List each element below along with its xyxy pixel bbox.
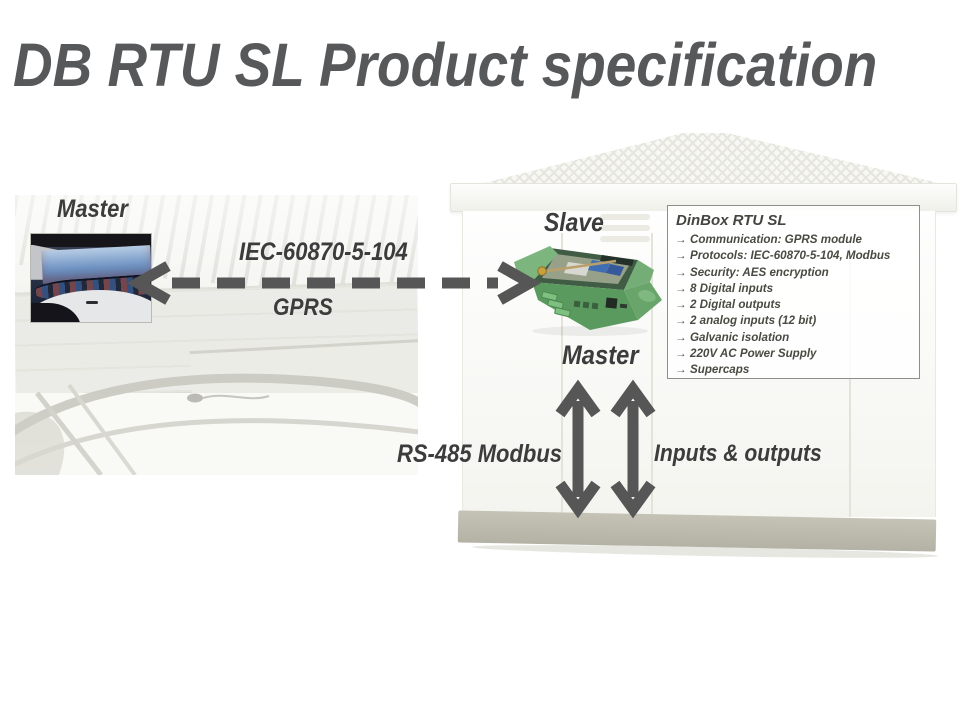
spec-item-text: Communication: GPRS module	[690, 233, 862, 246]
label-bearer: GPRS	[273, 294, 333, 321]
spec-item-text: Galvanic isolation	[690, 330, 790, 344]
spec-item-text: 2 Digital outputs	[690, 298, 781, 312]
arrow-bullet-icon: →	[675, 330, 687, 344]
master-control-room-photo	[31, 234, 151, 322]
arrow-bullet-icon: →	[675, 265, 687, 279]
spec-item-text: Security: AES encryption	[690, 265, 829, 279]
label-protocol: IEC-60870-5-104	[239, 238, 408, 266]
label-master-top: Master	[57, 195, 128, 223]
arrow-bullet-icon: →	[675, 233, 687, 246]
spec-item-text: 2 analog inputs (12 bit)	[690, 314, 817, 328]
spec-item: → 220V AC Power Supply	[675, 346, 912, 362]
spec-box: DinBox RTU SL → Communication: GPRS modu…	[667, 205, 920, 379]
spec-item: → Protocols: IEC-60870-5-104, Modbus	[675, 248, 912, 264]
label-slave: Slave	[544, 207, 604, 237]
cabinet-roof	[460, 133, 945, 189]
spec-item-text: Protocols: IEC-60870-5-104, Modbus	[690, 249, 891, 263]
spec-item: → Security: AES encryption	[675, 265, 912, 281]
arrow-bullet-icon: →	[675, 314, 687, 328]
spec-item-text: 220V AC Power Supply	[690, 347, 817, 361]
arrow-bullet-icon: →	[675, 281, 687, 295]
page-title: DB RTU SL Product specification	[13, 31, 878, 99]
cabinet-vent	[600, 214, 650, 247]
arrow-bullet-icon: →	[675, 363, 687, 377]
rtu-device-image	[514, 246, 662, 336]
control-room-image	[15, 195, 418, 475]
console-desk-sketch	[15, 373, 418, 475]
spec-item: → Galvanic isolation	[675, 330, 912, 346]
arrow-bullet-icon: →	[675, 347, 687, 361]
arrow-bullet-icon: →	[675, 298, 687, 312]
spec-item: → 2 analog inputs (12 bit)	[675, 313, 912, 329]
arrow-bullet-icon: →	[675, 249, 687, 263]
label-rs485: RS-485 Modbus	[397, 440, 563, 468]
floor	[15, 393, 418, 475]
spec-item: → 8 Digital inputs	[675, 281, 912, 297]
spec-item-text: Supercaps	[690, 363, 750, 377]
spec-box-title: DinBox RTU SL	[676, 212, 787, 229]
label-io: Inputs & outputs	[654, 440, 822, 467]
spec-item-text: 8 Digital inputs	[690, 281, 774, 295]
spec-item: → 2 Digital outputs	[675, 297, 912, 313]
spec-item: → Supercaps	[675, 362, 912, 378]
label-master-bottom: Master	[562, 340, 639, 370]
spec-item: → Communication: GPRS module	[675, 232, 912, 248]
